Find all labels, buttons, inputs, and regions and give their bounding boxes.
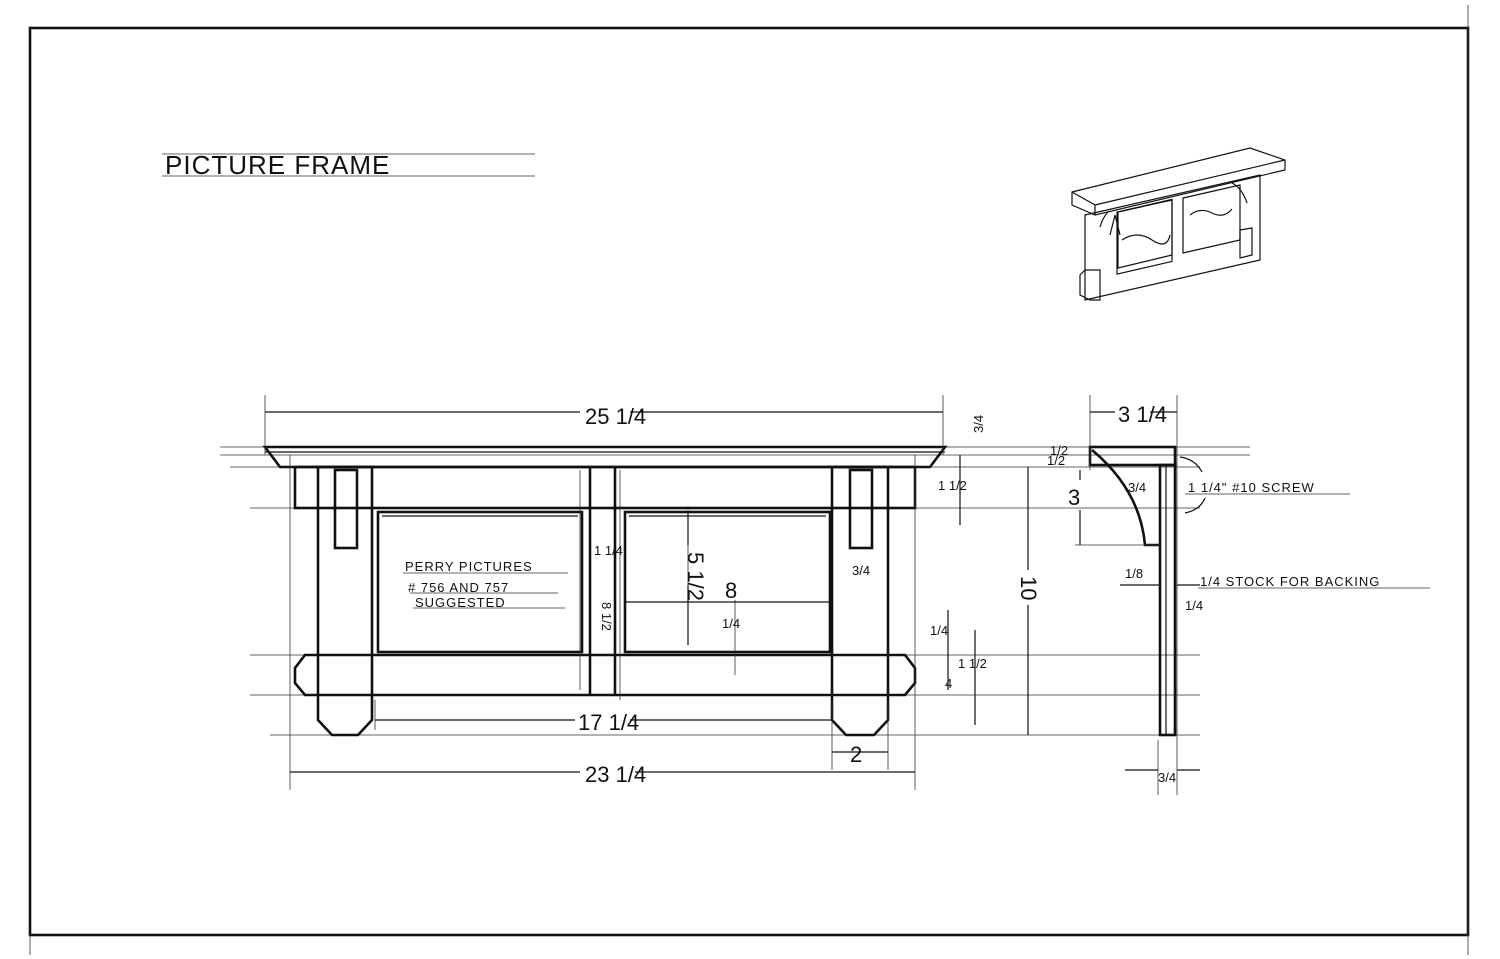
svg-text:SUGGESTED: SUGGESTED: [415, 595, 506, 610]
dim-inner-width: 17 1/4: [578, 710, 639, 735]
dim-frame-height: 8 1/2: [599, 602, 614, 631]
side-dim-top-thickness: 1/2: [1050, 443, 1068, 458]
dim-top-thickness: 3/4: [971, 415, 986, 433]
dim-mullion: 1 1/4: [594, 543, 623, 558]
dim-opening-height: 5 1/2: [683, 552, 708, 601]
dim-height: 10: [1016, 576, 1041, 600]
dim-leg-width: 2: [850, 742, 862, 767]
backing-note: 1/4 STOCK FOR BACKING: [1200, 574, 1380, 589]
dim-quarter-2: 1/4: [930, 623, 948, 638]
front-view: 25 1/4 17 1/4 23 1/4 2 10 8 5 1/2 1 1/4 …: [220, 395, 1250, 790]
dim-bottom-rail: 1 1/2: [958, 656, 987, 671]
dim-quarter-1: 1/4: [722, 616, 740, 631]
dim-opening-width: 8: [725, 578, 737, 603]
dim-overall-top: 25 1/4: [585, 404, 646, 429]
side-view: 3 1/4 3 1/2 3/4 1 1/4" #10 SCREW 1/4 STO…: [1050, 395, 1430, 795]
dim-rail: 1 1/2: [938, 478, 967, 493]
dim-leg-block: 3/4: [852, 563, 870, 578]
dim-half-inch: 1/2: [1047, 453, 1065, 468]
side-dim-thickness: 3/4: [1158, 770, 1176, 785]
side-dim-bracket-height: 3: [1068, 485, 1080, 510]
side-dim-quarter: 1/4: [1185, 598, 1203, 613]
svg-text:PERRY PICTURES: PERRY PICTURES: [405, 559, 533, 574]
side-dim-eighth: 1/8: [1125, 566, 1143, 581]
side-dim-bracket-offset: 3/4: [1128, 480, 1146, 495]
isometric-sketch: [1071, 147, 1286, 301]
svg-text:# 756 AND 757: # 756 AND 757: [408, 580, 509, 595]
drawing-title: PICTURE FRAME: [165, 150, 390, 180]
picture-note: PERRY PICTURES # 756 AND 757 SUGGESTED: [403, 559, 568, 610]
screw-note: 1 1/4" #10 SCREW: [1188, 480, 1315, 495]
side-dim-depth: 3 1/4: [1118, 402, 1167, 427]
dim-overall-width: 23 1/4: [585, 762, 646, 787]
dim-four: 4: [945, 676, 952, 691]
